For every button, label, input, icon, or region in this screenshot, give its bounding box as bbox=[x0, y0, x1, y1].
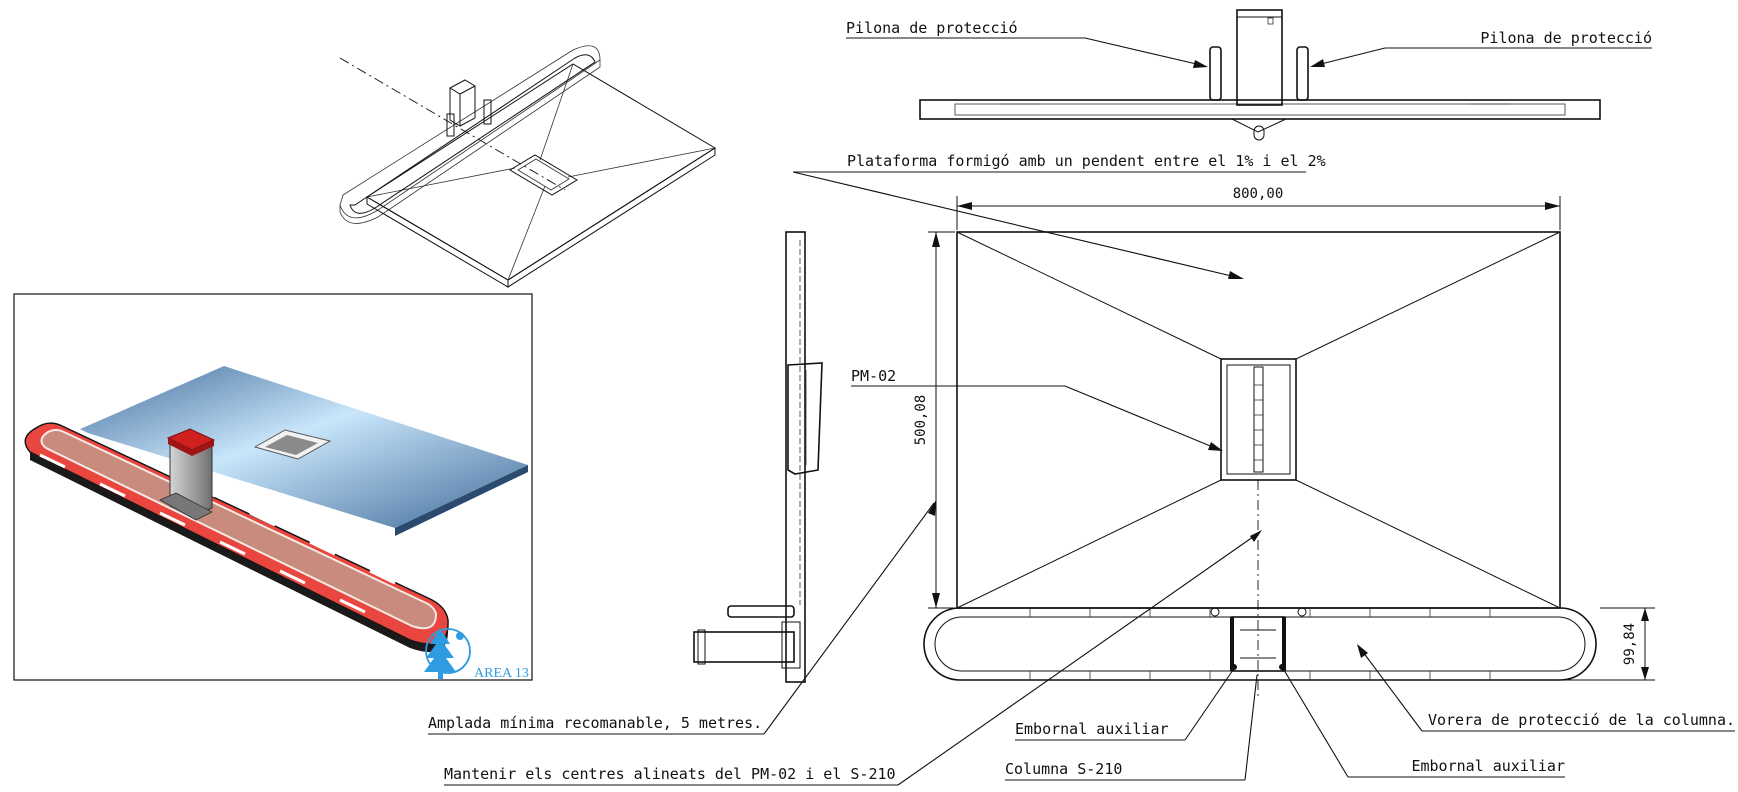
elev-slab-inner bbox=[954, 103, 1566, 116]
leader-align bbox=[897, 531, 1261, 786]
plan-drain-grate bbox=[1253, 366, 1264, 473]
annotations: Pilona de protecció Pilona de protecció … bbox=[428, 19, 1735, 786]
elev-column bbox=[1236, 9, 1283, 106]
label-bollard-left: Pilona de protecció bbox=[846, 19, 1018, 37]
plan-bollard-left bbox=[1210, 607, 1220, 617]
front-elevation-view bbox=[919, 9, 1601, 141]
label-min-width: Amplada mínima recomanable, 5 metres. bbox=[428, 714, 762, 732]
iso-curb-edge bbox=[339, 60, 601, 224]
leader-bollard-right bbox=[1312, 47, 1386, 67]
dimensions: 800,00 500,08 99,84 bbox=[913, 186, 1655, 681]
plan-view bbox=[923, 231, 1597, 700]
elev-drain-funnel bbox=[1231, 118, 1287, 133]
plan-curb-inner bbox=[934, 616, 1586, 672]
logo-text: AREA 13 bbox=[474, 666, 529, 681]
side-curb bbox=[693, 631, 795, 663]
iso-slope-3 bbox=[567, 147, 716, 178]
iso-slope-4 bbox=[507, 185, 546, 281]
iso-column-top bbox=[449, 85, 476, 95]
iso-drain bbox=[509, 154, 578, 196]
label-align: Mantenir els centres alineats del PM-02 … bbox=[444, 765, 896, 783]
elev-slab bbox=[919, 99, 1601, 120]
plan-bollard-right bbox=[1297, 607, 1307, 617]
iso-bollard-right bbox=[483, 99, 492, 125]
label-bollard-right: Pilona de protecció bbox=[1480, 29, 1652, 47]
iso-bollard-left bbox=[446, 113, 455, 137]
plan-slope-tr bbox=[1295, 231, 1561, 360]
plan-curb-outer bbox=[923, 607, 1597, 681]
leader-pm02 bbox=[1064, 385, 1221, 451]
dim-height-label: 500,08 bbox=[913, 395, 929, 446]
dim-curb-label: 99,84 bbox=[1622, 623, 1638, 665]
iso-column bbox=[449, 79, 476, 127]
render-drain-grate bbox=[265, 435, 318, 455]
leader-min-width bbox=[763, 502, 935, 735]
label-drain-right: Embornal auxiliar bbox=[1411, 757, 1565, 775]
side-bollard-upper bbox=[727, 605, 795, 618]
render-view: AREA 13 bbox=[13, 293, 533, 681]
plan-drain-bars bbox=[1254, 384, 1263, 461]
label-platform: Plataforma formigó amb un pendent entre … bbox=[847, 152, 1326, 170]
iso-axis-line bbox=[339, 57, 566, 191]
plan-slope-br bbox=[1295, 479, 1561, 609]
side-slab bbox=[785, 231, 806, 683]
plan-slope-bl bbox=[956, 479, 1222, 609]
label-curb: Vorera de protecció de la columna. bbox=[1428, 711, 1735, 729]
leader-column bbox=[1244, 674, 1258, 781]
leader-drain-left bbox=[1184, 669, 1234, 741]
leader-drain-right bbox=[1283, 669, 1349, 778]
iso-curb bbox=[349, 54, 596, 214]
dim-width-label: 800,00 bbox=[1233, 186, 1284, 202]
plan-column-wall-left bbox=[1230, 617, 1234, 671]
iso-slab-side bbox=[507, 147, 716, 288]
leader-platform bbox=[792, 171, 1241, 279]
side-curb-lip bbox=[697, 629, 706, 665]
elev-column-detail bbox=[1267, 17, 1274, 25]
leader-bollard-left bbox=[1084, 37, 1206, 67]
plan-drain-inner bbox=[1226, 364, 1291, 475]
leader-curb bbox=[1359, 647, 1423, 732]
render-column-cap bbox=[168, 438, 214, 456]
iso-curb-outer bbox=[339, 45, 601, 219]
label-column: Columna S-210 bbox=[1005, 760, 1122, 778]
tree-person-icon bbox=[424, 628, 471, 679]
render-platform-edge bbox=[395, 465, 528, 536]
iso-slab-top bbox=[366, 63, 716, 281]
plan-column-wall-right bbox=[1282, 617, 1286, 671]
label-pm02: PM-02 bbox=[851, 367, 896, 385]
side-column-base bbox=[781, 621, 801, 669]
elev-bollard-right bbox=[1296, 46, 1309, 101]
side-drain bbox=[787, 362, 823, 475]
plan-slab bbox=[956, 231, 1561, 609]
render-curb-inner bbox=[40, 429, 438, 630]
elev-bollard-left bbox=[1209, 46, 1222, 101]
plan-drain-outer bbox=[1220, 358, 1297, 481]
render-column-grate bbox=[159, 492, 213, 521]
iso-drain-inner bbox=[517, 158, 570, 191]
label-drain-left: Embornal auxiliar bbox=[1015, 720, 1169, 738]
plan-drain-dot-right bbox=[1279, 664, 1285, 670]
side-elevation-view bbox=[693, 231, 823, 683]
isometric-line-view bbox=[339, 45, 716, 288]
plan-slope-tl bbox=[956, 231, 1222, 360]
iso-slope-1 bbox=[366, 167, 516, 198]
plan-drain-dot-left bbox=[1231, 664, 1237, 670]
elev-drain-pipe bbox=[1253, 125, 1265, 141]
